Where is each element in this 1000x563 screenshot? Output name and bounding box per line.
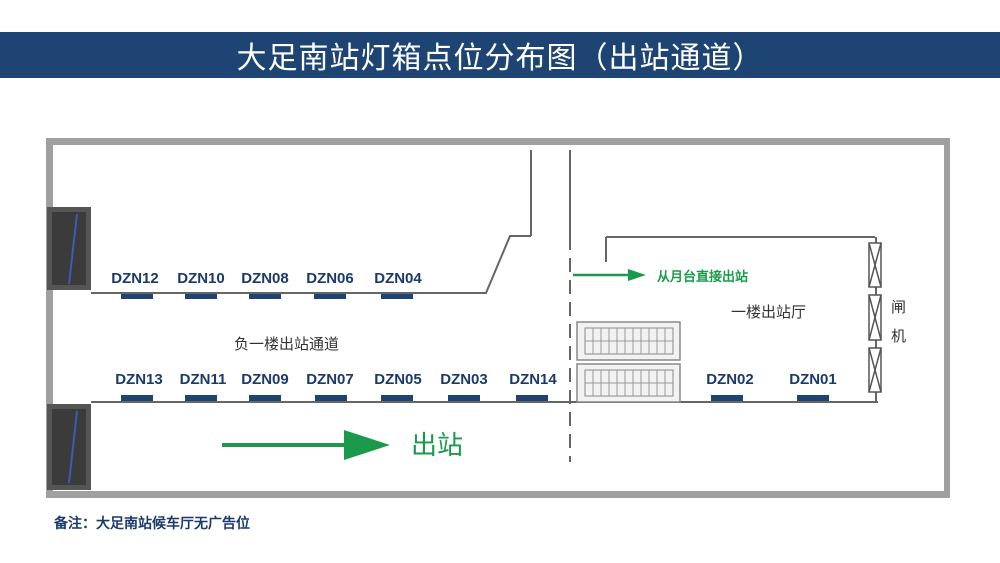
lightbox-label-dzn04: DZN04 <box>374 270 422 287</box>
gate-icon <box>868 242 882 288</box>
page-title: 大足南站灯箱点位分布图（出站通道） <box>236 41 764 76</box>
lightbox-label-dzn07: DZN07 <box>306 371 354 388</box>
lightbox-marker-dzn07 <box>315 395 347 401</box>
lightbox-marker-dzn03 <box>448 395 480 401</box>
lightbox-marker-dzn08 <box>249 294 281 299</box>
exit-label: 出站 <box>411 431 463 461</box>
lightbox-marker-dzn09 <box>249 395 281 401</box>
gate-icons <box>868 242 882 393</box>
lightbox-label-dzn05: DZN05 <box>374 371 422 388</box>
lightbox-marker-dzn02 <box>711 395 743 401</box>
lightbox-label-dzn09: DZN09 <box>241 371 289 388</box>
platform-exit-label: 从月台直接出站 <box>657 269 748 285</box>
gate-label-1: 闸 <box>891 298 906 316</box>
gate-icon <box>868 294 882 341</box>
lightbox-marker-dzn06 <box>314 294 346 299</box>
lightbox-marker-dzn04 <box>381 294 413 299</box>
lightbox-label-dzn02: DZN02 <box>706 371 754 388</box>
gate-label-2: 机 <box>891 327 906 345</box>
lightbox-marker-dzn11 <box>185 395 217 401</box>
lightbox-marker-dzn12 <box>121 294 153 299</box>
lightbox-label-dzn08: DZN08 <box>241 270 289 287</box>
lightbox-marker-dzn10 <box>185 294 217 299</box>
gate-icon <box>868 347 882 393</box>
lightbox-marker-dzn05 <box>381 395 413 401</box>
title-bar: 大足南站灯箱点位分布图（出站通道） <box>0 32 1000 78</box>
floor-area <box>53 145 944 491</box>
corridor-top-wall <box>91 150 571 294</box>
lightbox-label-dzn12: DZN12 <box>111 270 159 287</box>
lightbox-label-dzn06: DZN06 <box>306 270 354 287</box>
hall-top-wall <box>605 236 875 262</box>
lightbox-label-dzn13: DZN13 <box>115 371 163 388</box>
lightbox-label-dzn03: DZN03 <box>440 371 488 388</box>
exit-arrow-icon <box>222 430 390 460</box>
escalator-hall-upper <box>576 321 681 361</box>
footnote: 备注：大足南站候车厅无广告位 <box>54 516 250 532</box>
hall-label: 一楼出站厅 <box>731 303 806 321</box>
escalator-left-top <box>47 207 91 290</box>
lightbox-marker-dzn14 <box>516 395 548 401</box>
escalator-left-bottom <box>47 404 91 490</box>
corridor-label: 负一楼出站通道 <box>234 335 339 353</box>
lightbox-markers <box>121 294 829 401</box>
lightbox-marker-dzn13 <box>121 395 153 401</box>
lightbox-label-dzn11: DZN11 <box>180 371 227 388</box>
escalator-hall-lower <box>576 363 681 403</box>
lightbox-label-dzn01: DZN01 <box>789 371 837 388</box>
lightbox-label-dzn10: DZN10 <box>177 270 225 287</box>
lightbox-marker-dzn01 <box>797 395 829 401</box>
lightbox-label-dzn14: DZN14 <box>509 371 557 388</box>
platform-arrow-icon <box>573 269 646 281</box>
